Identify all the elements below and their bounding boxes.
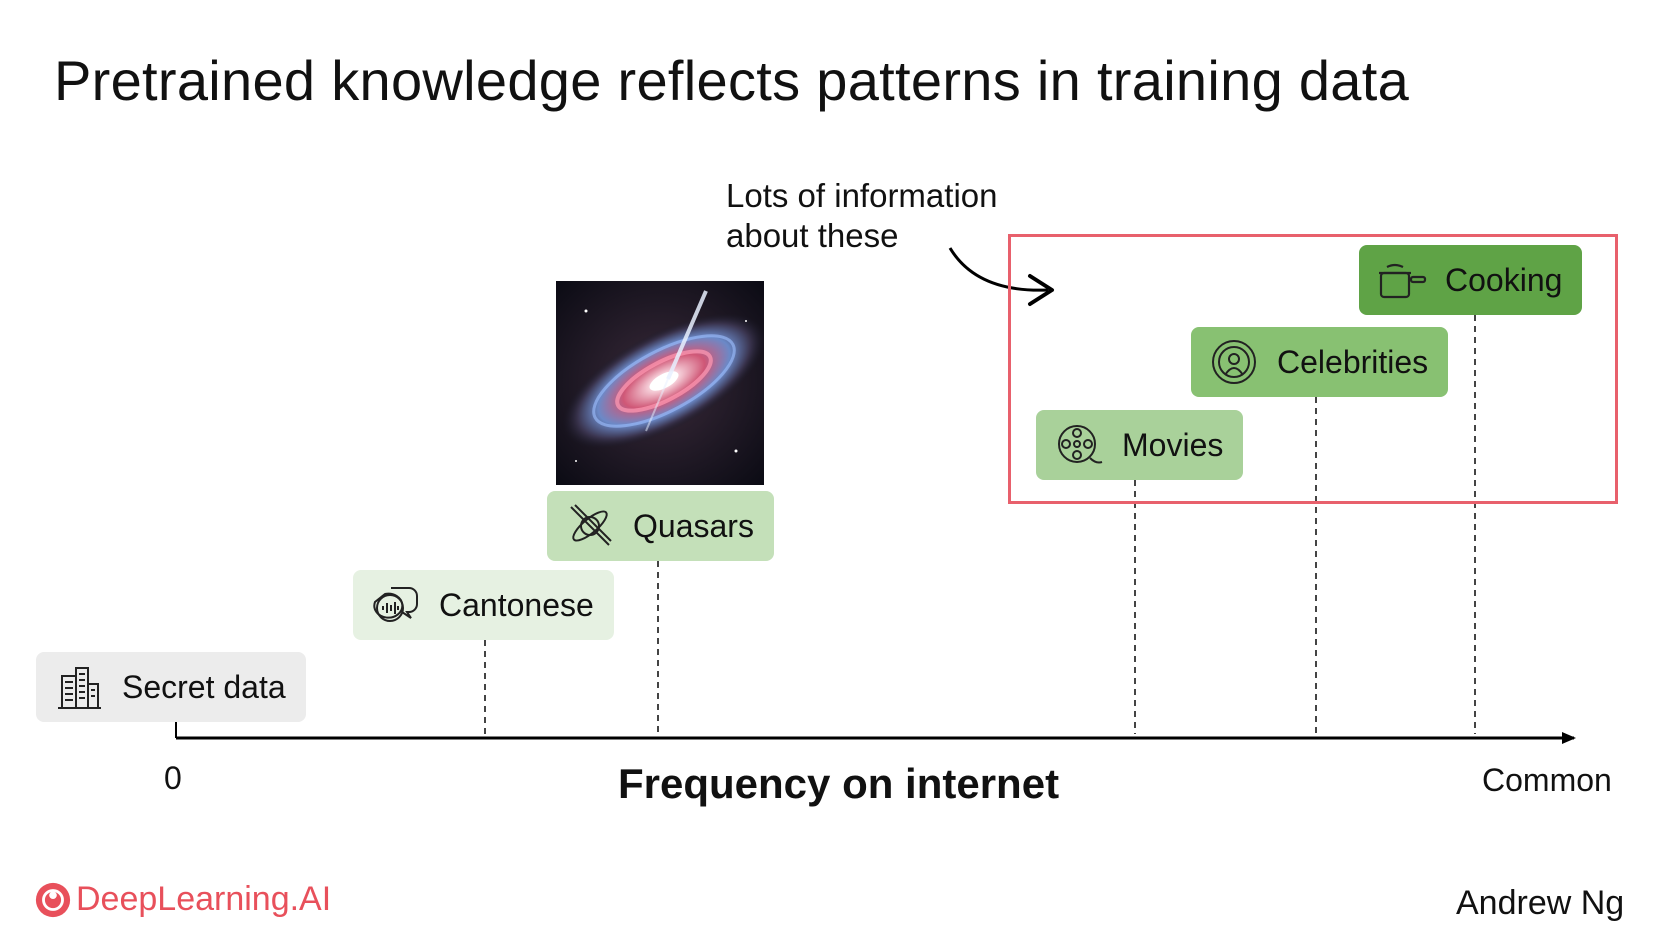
topic-label: Movies — [1122, 426, 1224, 463]
axis-start-label: 0 — [164, 760, 182, 796]
author-name: Andrew Ng — [1456, 884, 1625, 922]
axis-end-label: Common — [1482, 762, 1612, 798]
callout-arrowhead — [1028, 274, 1054, 306]
quasar-image — [556, 281, 764, 485]
callout-line-2: about these — [726, 217, 899, 254]
buildings-icon — [54, 662, 104, 712]
topic-label: Celebrities — [1277, 343, 1429, 380]
slide-title: Pretrained knowledge reflects patterns i… — [54, 49, 1410, 112]
topic-celebrities: Celebrities — [1191, 327, 1449, 397]
callout-annotation: Lots of information about these — [726, 176, 997, 256]
brand-logo: DeepLearning.AI — [34, 880, 331, 919]
podcast-person-icon — [1209, 337, 1259, 387]
deeplearning-logo-icon — [35, 882, 71, 917]
topic-label: Secret data — [122, 668, 286, 705]
topic-cooking: Cooking — [1359, 245, 1583, 315]
speech-bubbles-icon — [371, 580, 421, 630]
callout-line-1: Lots of information — [726, 177, 998, 214]
topic-label: Cantonese — [439, 586, 594, 623]
brand-name: DeepLearning.AI — [76, 880, 332, 918]
axis-title: Frequency on internet — [618, 760, 1060, 807]
topic-quasars: Quasars — [547, 491, 774, 561]
common-topics-highlight — [1008, 234, 1618, 504]
planet-ring-icon — [565, 501, 615, 551]
callout-arrow — [948, 247, 1049, 292]
film-reel-icon — [1054, 420, 1104, 470]
cooking-pot-icon — [1377, 255, 1427, 305]
topic-label: Quasars — [633, 507, 754, 544]
topic-secret-data: Secret data — [36, 652, 306, 722]
topic-cantonese: Cantonese — [353, 570, 614, 640]
topic-movies: Movies — [1036, 410, 1244, 480]
topic-label: Cooking — [1445, 261, 1563, 298]
